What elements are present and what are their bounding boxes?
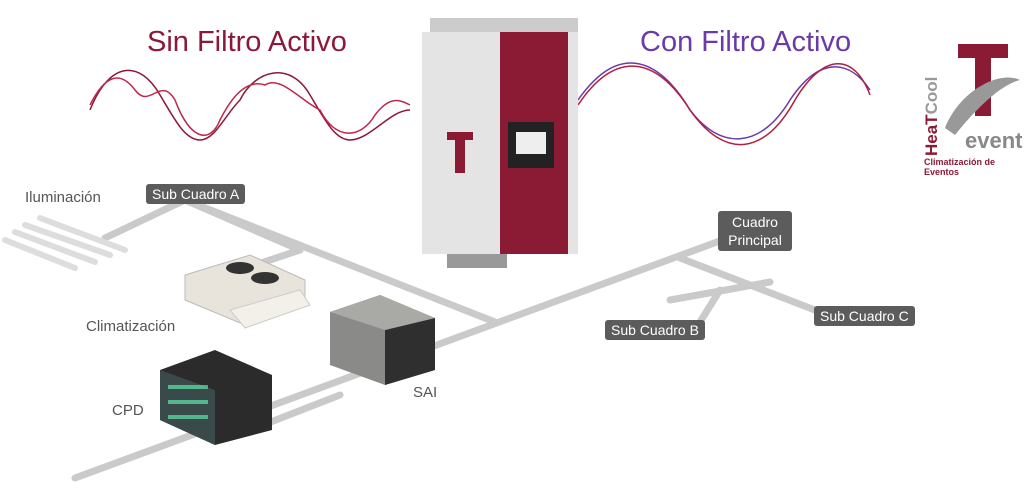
label-cpd: CPD <box>112 402 144 419</box>
title-with-filter: Con Filtro Activo <box>640 26 852 58</box>
logo-cool: Cool <box>922 76 941 115</box>
logo-heat: HeaT <box>922 114 941 156</box>
tag-cuadro-principal-text: Cuadro Principal <box>728 214 782 248</box>
tag-sub-cuadro-a: Sub Cuadro A <box>146 184 246 204</box>
tag-sub-cuadro-b: Sub Cuadro B <box>605 320 705 340</box>
logo-event: event <box>965 128 1023 153</box>
label-sai: SAI <box>413 384 438 401</box>
tag-cuadro-principal: Cuadro Principal <box>718 211 792 251</box>
bus-sub-b <box>696 286 724 326</box>
ups-icon <box>330 295 435 385</box>
logo-tagline: Climatización de Eventos <box>924 157 996 177</box>
title-without-filter: Sin Filtro Activo <box>147 26 347 58</box>
datacenter-rack-icon <box>160 350 272 445</box>
lighting-icon <box>2 215 128 271</box>
hvac-unit-icon <box>184 254 311 329</box>
filtered-wave <box>577 62 871 146</box>
distorted-wave <box>89 69 411 141</box>
label-iluminacion: Iluminación <box>25 189 101 206</box>
active-filter-cabinet <box>422 18 578 268</box>
label-climatizacion: Climatización <box>86 318 176 335</box>
heatcool-logo <box>945 44 1020 135</box>
tag-sub-cuadro-c: Sub Cuadro C <box>814 306 915 326</box>
logo-wordmark: HeaTCool <box>922 44 941 156</box>
